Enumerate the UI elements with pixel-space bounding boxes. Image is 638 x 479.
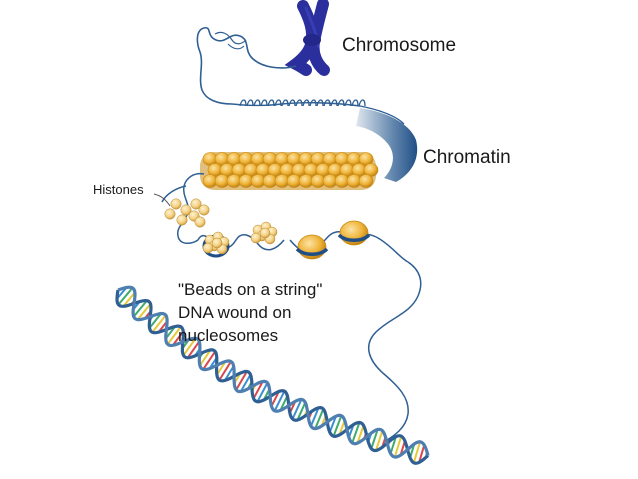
base-pair — [273, 390, 286, 412]
dna-backbone — [115, 289, 430, 465]
histone-ball — [164, 208, 176, 220]
histones-pointer — [153, 193, 171, 207]
nucleosome-cluster — [250, 221, 278, 245]
base-pair — [296, 402, 307, 421]
fiber-coil — [253, 99, 261, 107]
base-pair — [256, 382, 269, 403]
histone-bead — [358, 174, 374, 188]
base-pair — [186, 340, 201, 359]
base-pair — [132, 300, 148, 318]
label-histones: Histones — [93, 182, 144, 197]
fiber-coil — [260, 99, 268, 107]
base-pair — [223, 365, 235, 381]
nucleosomes — [202, 220, 371, 260]
fiber-coil — [323, 99, 331, 107]
label-beads-line-1: "Beads on a string" — [178, 280, 323, 299]
histone-ball — [180, 204, 192, 216]
histone-ball — [190, 198, 202, 210]
fiber-coil — [344, 99, 352, 107]
base-pair — [151, 314, 167, 333]
base-pair — [136, 303, 152, 321]
base-pair — [393, 435, 403, 458]
histone-ball — [194, 216, 206, 228]
nucleosome — [295, 234, 329, 260]
fiber-coil — [316, 99, 324, 107]
base-pair — [412, 441, 422, 464]
base-pair — [332, 415, 343, 437]
base-pair — [314, 408, 325, 429]
histone-ball — [211, 237, 223, 249]
histone-ball — [250, 232, 262, 244]
label-chromosome: Chromosome — [342, 35, 457, 56]
base-pair — [218, 360, 232, 381]
chromatin-funnel — [356, 108, 418, 182]
label-beads-on-string: "Beads on a string" DNA wound on nucleos… — [178, 278, 322, 347]
dna-backbone — [117, 285, 430, 459]
fiber-coil — [295, 99, 303, 107]
base-pair — [202, 350, 217, 370]
base-pair — [148, 312, 162, 329]
base-pair — [389, 436, 397, 454]
dna-double-helix — [115, 285, 430, 465]
dna-fiber-upper — [196, 26, 297, 105]
chromosome-shape — [284, 0, 330, 76]
fiber-coil — [358, 99, 366, 107]
base-pair — [328, 415, 337, 433]
histone-cluster — [164, 198, 210, 228]
base-pair — [279, 395, 289, 411]
fiber-coil — [330, 99, 338, 107]
fiber-coil — [239, 99, 247, 107]
fiber-coil — [274, 99, 282, 107]
histone-ball — [170, 198, 182, 210]
base-pair — [356, 425, 365, 444]
base-pair — [117, 287, 134, 306]
histone-ball — [176, 214, 188, 226]
fiber-coil — [309, 99, 317, 107]
nucleosome — [337, 220, 371, 246]
chromatin-fiber — [200, 152, 379, 190]
base-pair — [235, 370, 248, 391]
histone-ball — [198, 204, 210, 216]
base-pair — [166, 326, 182, 345]
label-chromatin: Chromatin — [423, 147, 511, 168]
coiled-fiber — [231, 99, 405, 125]
fiber-coil — [351, 99, 359, 107]
base-pair — [199, 349, 212, 367]
fiber-coil — [281, 99, 289, 107]
dna-wrap — [295, 247, 329, 256]
base-pair — [239, 374, 252, 393]
base-pair — [351, 422, 361, 444]
base-pair — [172, 330, 185, 346]
histone-ball — [202, 242, 214, 254]
base-pair — [270, 390, 280, 407]
base-pair — [310, 407, 320, 427]
base-pair — [216, 360, 227, 376]
base-pair — [182, 337, 197, 356]
fiber-coil — [302, 99, 310, 107]
nucleosome-cluster — [202, 231, 230, 255]
base-pair — [291, 399, 303, 420]
fiber-coil — [267, 99, 275, 107]
fiber-coil — [246, 99, 254, 107]
fiber-coil — [288, 99, 296, 107]
base-pair — [375, 430, 384, 451]
base-pair — [418, 444, 426, 463]
fiber-coil — [337, 99, 345, 107]
label-beads-line-3: nucleosomes — [178, 326, 279, 345]
base-pair — [252, 380, 264, 400]
label-beads-line-2: DNA wound on — [178, 303, 292, 322]
histone-ball — [259, 227, 271, 239]
base-pair — [370, 429, 379, 449]
dna-wrap — [337, 233, 371, 242]
base-pair — [122, 291, 136, 307]
